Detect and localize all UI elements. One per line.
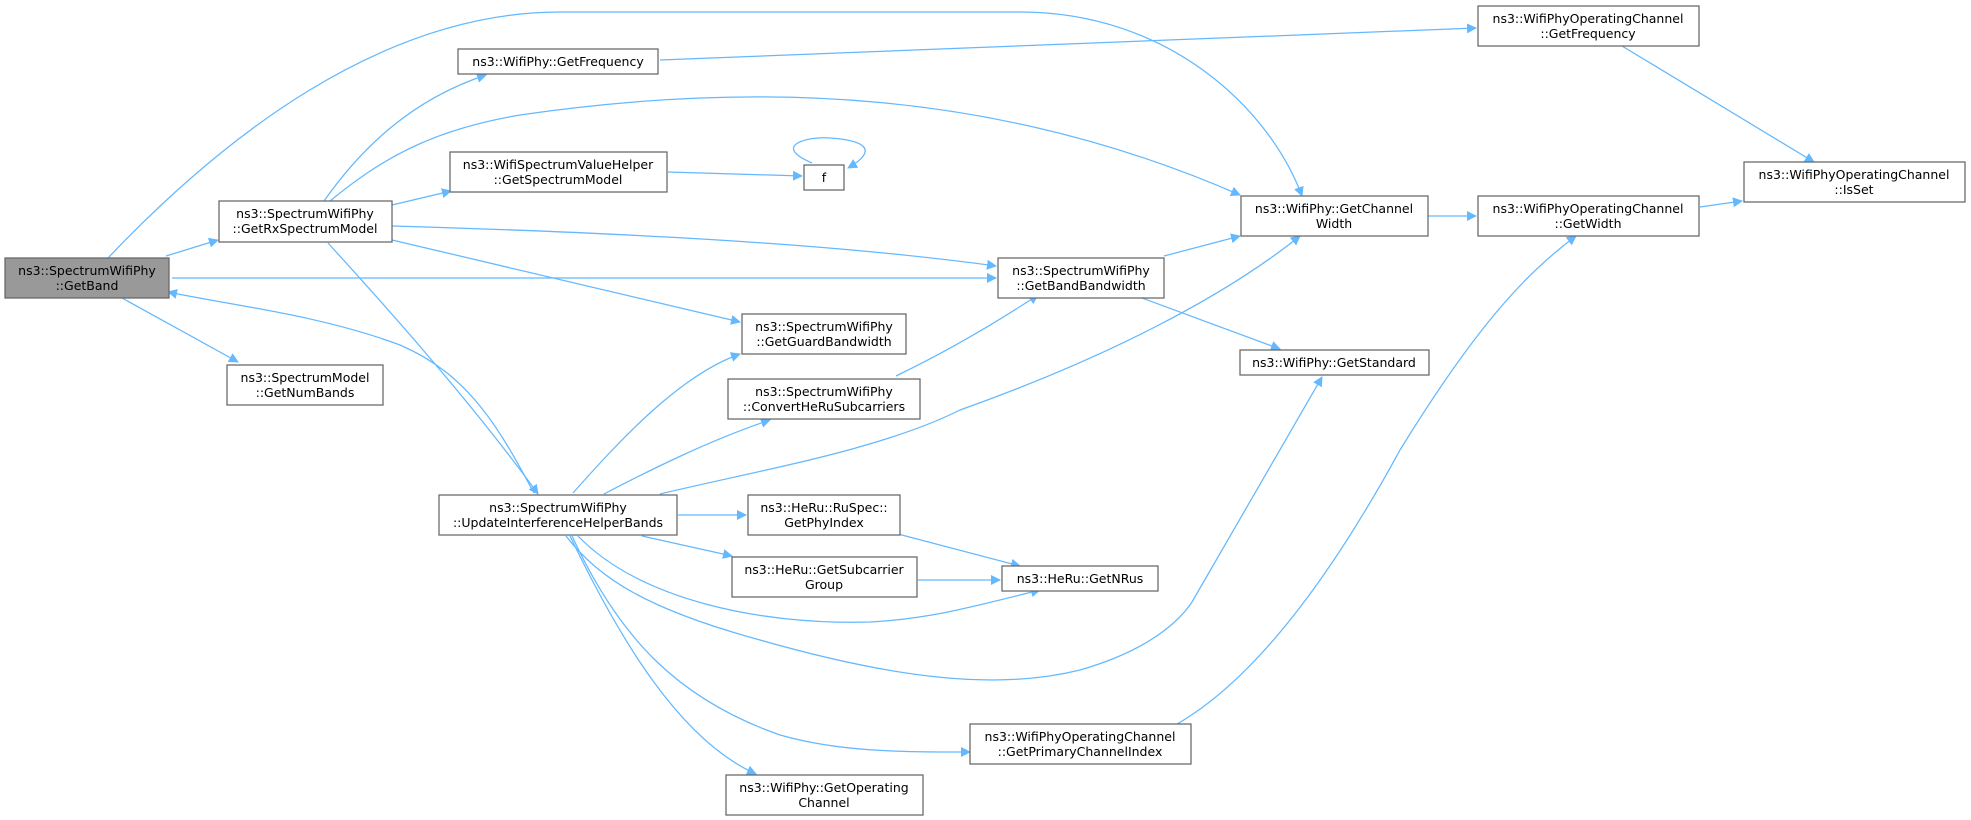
edge-update-interference-helper-bands-to-get-channel-width — [659, 235, 1301, 495]
node-get-subcarrier-group-line1: ns3::HeRu::GetSubcarrier — [744, 562, 904, 577]
node-get-spectrum-model-line2: ::GetSpectrumModel — [494, 172, 623, 187]
node-update-interference-helper-bands[interactable]: ns3::SpectrumWifiPhy ::UpdateInterferenc… — [438, 494, 678, 536]
node-get-num-bands[interactable]: ns3::SpectrumModel ::GetNumBands — [226, 364, 384, 406]
edge-get-rx-spectrum-model-to-get-spectrum-model — [391, 188, 452, 206]
node-get-guard-bandwidth-line1: ns3::SpectrumWifiPhy — [755, 319, 893, 334]
node-opch-get-frequency-line1: ns3::WifiPhyOperatingChannel — [1493, 11, 1684, 26]
node-get-rx-spectrum-model-line2: ::GetRxSpectrumModel — [233, 221, 378, 236]
edge-get-primary-channel-index-to-opch-get-width — [1169, 235, 1577, 729]
node-get-channel-width-line1: ns3::WifiPhy::GetChannel — [1255, 201, 1413, 216]
node-opch-get-frequency[interactable]: ns3::WifiPhyOperatingChannel ::GetFreque… — [1477, 5, 1700, 47]
node-opch-get-width-line2: ::GetWidth — [1554, 216, 1621, 231]
node-get-nrus-line1: ns3::HeRu::GetNRus — [1017, 571, 1144, 586]
edge-convert-he-ru-subcarriers-to-get-band-bandwidth — [895, 294, 1039, 377]
node-get-phy-index-line1: ns3::HeRu::RuSpec:: — [760, 500, 887, 515]
node-opch-get-frequency-line2: ::GetFrequency — [1540, 26, 1636, 41]
node-get-standard-line1: ns3::WifiPhy::GetStandard — [1252, 355, 1416, 370]
node-get-subcarrier-group[interactable]: ns3::HeRu::GetSubcarrier Group — [731, 556, 918, 598]
edge-layer — [107, 11, 1815, 775]
node-convert-he-ru-subcarriers-line2: ::ConvertHeRuSubcarriers — [743, 399, 905, 414]
node-opch-is-set-line2: ::IsSet — [1834, 182, 1873, 197]
edge-get-phy-index-to-get-nrus — [897, 533, 1021, 569]
node-update-interference-helper-bands-line2: ::UpdateInterferenceHelperBands — [453, 515, 663, 530]
edge-get-rx-spectrum-model-to-get-guard-bandwidth — [391, 239, 741, 325]
node-get-operating-channel-line2: Channel — [798, 795, 849, 810]
node-f[interactable]: f — [803, 164, 845, 191]
node-get-phy-index-line2: GetPhyIndex — [784, 515, 864, 530]
node-f-line1: f — [822, 170, 827, 185]
node-get-rx-spectrum-model-line1: ns3::SpectrumWifiPhy — [236, 206, 374, 221]
node-get-primary-channel-index-line2: ::GetPrimaryChannelIndex — [998, 744, 1163, 759]
node-opch-is-set[interactable]: ns3::WifiPhyOperatingChannel ::IsSet — [1743, 161, 1966, 203]
node-get-band-line1: ns3::SpectrumWifiPhy — [18, 263, 156, 278]
edge-update-interference-helper-bands-to-convert-he-ru-subcarriers — [603, 418, 771, 495]
edge-wifiphy-get-frequency-to-opch-get-frequency — [659, 23, 1477, 61]
edge-get-rx-spectrum-model-to-update-interference-helper-bands — [327, 242, 539, 495]
edge-get-spectrum-model-to-f — [667, 170, 803, 181]
node-get-standard[interactable]: ns3::WifiPhy::GetStandard — [1239, 349, 1430, 376]
edge-get-rx-spectrum-model-to-wifiphy-get-frequency — [323, 73, 487, 202]
node-convert-he-ru-subcarriers-line1: ns3::SpectrumWifiPhy — [755, 384, 893, 399]
node-get-channel-width-line2: Width — [1316, 216, 1352, 231]
node-get-operating-channel[interactable]: ns3::WifiPhy::GetOperating Channel — [725, 774, 924, 816]
node-get-spectrum-model-line1: ns3::WifiSpectrumValueHelper — [463, 157, 654, 172]
node-get-operating-channel-line1: ns3::WifiPhy::GetOperating — [739, 780, 908, 795]
node-get-primary-channel-index[interactable]: ns3::WifiPhyOperatingChannel ::GetPrimar… — [969, 723, 1192, 765]
edge-update-interference-helper-bands-to-get-operating-channel — [569, 535, 757, 775]
edge-get-band-to-get-channel-width — [107, 11, 1304, 259]
node-opch-get-width-line1: ns3::WifiPhyOperatingChannel — [1493, 201, 1684, 216]
node-get-num-bands-line2: ::GetNumBands — [256, 385, 355, 400]
node-layer: ns3::SpectrumWifiPhy ::GetBand ns3::Spec… — [4, 5, 1966, 816]
node-get-guard-bandwidth[interactable]: ns3::SpectrumWifiPhy ::GetGuardBandwidth — [741, 313, 907, 355]
node-get-nrus[interactable]: ns3::HeRu::GetNRus — [1001, 565, 1159, 592]
edge-f-self-loop — [793, 137, 866, 169]
node-wifiphy-get-frequency-line1: ns3::WifiPhy::GetFrequency — [472, 54, 644, 69]
node-wifiphy-get-frequency[interactable]: ns3::WifiPhy::GetFrequency — [457, 48, 659, 75]
node-get-primary-channel-index-line1: ns3::WifiPhyOperatingChannel — [985, 729, 1176, 744]
edge-update-interference-helper-bands-to-get-primary-channel-index — [571, 535, 971, 757]
node-get-band-line2: ::GetBand — [56, 278, 119, 293]
edge-get-band-bandwidth-to-get-channel-width — [1163, 233, 1241, 257]
node-get-band-bandwidth-line1: ns3::SpectrumWifiPhy — [1012, 263, 1150, 278]
edge-get-rx-spectrum-model-to-get-band-bandwidth — [391, 225, 997, 270]
node-opch-is-set-line1: ns3::WifiPhyOperatingChannel — [1759, 167, 1950, 182]
node-opch-get-width[interactable]: ns3::WifiPhyOperatingChannel ::GetWidth — [1477, 195, 1700, 237]
edge-get-band-bandwidth-to-get-standard — [1141, 297, 1281, 351]
node-get-phy-index[interactable]: ns3::HeRu::RuSpec:: GetPhyIndex — [747, 494, 901, 536]
edge-get-rx-spectrum-model-to-get-channel-width — [329, 96, 1241, 202]
node-get-num-bands-line1: ns3::SpectrumModel — [241, 370, 370, 385]
node-get-channel-width[interactable]: ns3::WifiPhy::GetChannel Width — [1240, 195, 1429, 237]
edge-opch-get-width-to-opch-is-set — [1699, 197, 1743, 208]
node-update-interference-helper-bands-line1: ns3::SpectrumWifiPhy — [489, 500, 627, 515]
node-convert-he-ru-subcarriers[interactable]: ns3::SpectrumWifiPhy ::ConvertHeRuSubcar… — [727, 378, 921, 420]
edge-get-band-to-get-num-bands — [121, 297, 239, 363]
edge-update-interference-helper-bands-to-get-nrus — [577, 535, 1041, 623]
edge-get-band-to-get-rx-spectrum-model — [165, 237, 219, 257]
node-get-band-bandwidth[interactable]: ns3::SpectrumWifiPhy ::GetBandBandwidth — [997, 257, 1165, 299]
node-get-band[interactable]: ns3::SpectrumWifiPhy ::GetBand — [4, 257, 170, 299]
node-get-spectrum-model[interactable]: ns3::WifiSpectrumValueHelper ::GetSpectr… — [449, 151, 668, 193]
edge-opch-get-frequency-to-opch-is-set — [1621, 45, 1815, 163]
edge-update-interference-helper-bands-to-get-subcarrier-group — [641, 535, 733, 559]
node-get-band-bandwidth-line2: ::GetBandBandwidth — [1016, 278, 1145, 293]
edge-update-interference-helper-bands-to-get-standard — [565, 376, 1323, 681]
node-get-guard-bandwidth-line2: ::GetGuardBandwidth — [756, 334, 891, 349]
edge-update-interference-helper-bands-to-get-band — [167, 288, 535, 494]
node-get-subcarrier-group-line2: Group — [805, 577, 843, 592]
edge-update-interference-helper-bands-to-get-guard-bandwidth — [572, 352, 741, 494]
node-get-rx-spectrum-model[interactable]: ns3::SpectrumWifiPhy ::GetRxSpectrumMode… — [218, 200, 393, 243]
